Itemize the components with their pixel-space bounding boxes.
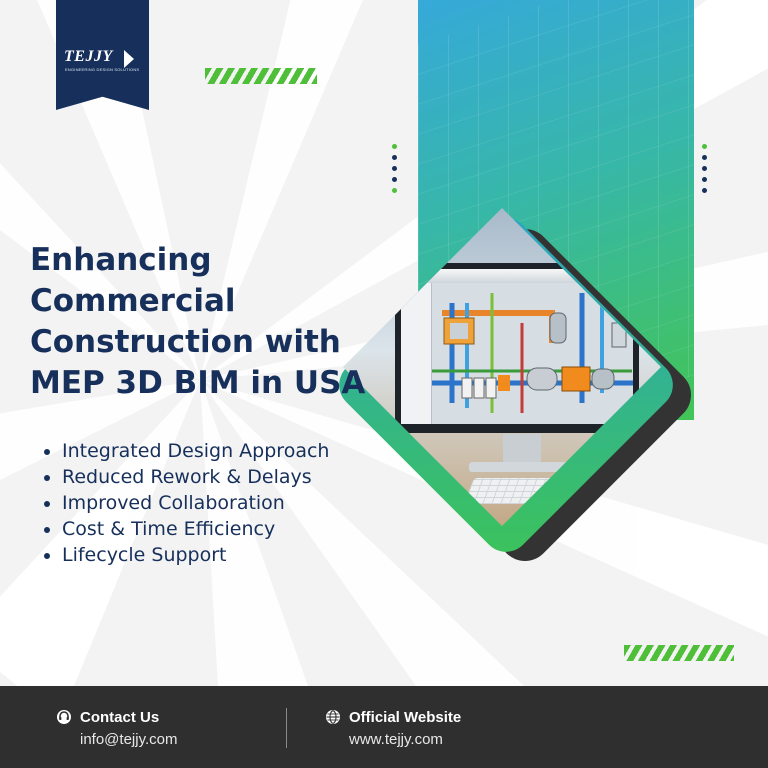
3d-mep-model-view bbox=[432, 283, 633, 424]
dot bbox=[702, 166, 707, 171]
feature-list: Integrated Design Approach Reduced Rewor… bbox=[44, 438, 329, 568]
monitor-base bbox=[469, 462, 579, 472]
dot bbox=[702, 177, 707, 182]
headset-icon bbox=[57, 710, 71, 724]
headline-line-4: MEP 3D BIM in USA bbox=[30, 365, 366, 401]
logo-tagline: ENGINEERING DESIGN SOLUTIONS bbox=[65, 67, 140, 72]
dot bbox=[702, 188, 707, 193]
dot bbox=[392, 166, 397, 171]
website-title: Official Website bbox=[349, 709, 462, 726]
globe-icon bbox=[326, 710, 340, 724]
dot bbox=[392, 144, 397, 149]
footer-divider bbox=[286, 708, 287, 748]
headline-line-2: Commercial bbox=[30, 283, 236, 319]
dot bbox=[392, 177, 397, 182]
logo-arrow-icon bbox=[124, 50, 134, 68]
feature-item: Improved Collaboration bbox=[44, 490, 329, 516]
feature-item: Reduced Rework & Delays bbox=[44, 464, 329, 490]
headline-line-3: Construction with bbox=[30, 324, 341, 360]
software-side-panel bbox=[401, 283, 432, 424]
dot bbox=[392, 155, 397, 160]
feature-item: Cost & Time Efficiency bbox=[44, 516, 329, 542]
dot bbox=[392, 188, 397, 193]
headline-line-1: Enhancing bbox=[30, 242, 212, 278]
monitor-stand bbox=[503, 434, 541, 464]
dot bbox=[702, 144, 707, 149]
footer-bar: Contact Us info@tejjy.com Official Websi… bbox=[0, 686, 768, 768]
logo-text: TEJJY bbox=[64, 48, 113, 65]
dot bbox=[702, 155, 707, 160]
headline: Enhancing Commercial Construction with M… bbox=[30, 240, 370, 404]
contact-title: Contact Us bbox=[80, 709, 160, 726]
feature-item: Lifecycle Support bbox=[44, 542, 329, 568]
brand-logo: TEJJY ENGINEERING DESIGN SOLUTIONS bbox=[56, 0, 149, 110]
mep-pipes-illustration bbox=[432, 283, 633, 424]
contact-email-link[interactable]: info@tejjy.com bbox=[80, 731, 178, 748]
green-stripes-top bbox=[205, 68, 317, 84]
website-link[interactable]: www.tejjy.com bbox=[349, 731, 443, 748]
feature-item: Integrated Design Approach bbox=[44, 438, 329, 464]
green-stripes-bottom bbox=[624, 645, 734, 661]
